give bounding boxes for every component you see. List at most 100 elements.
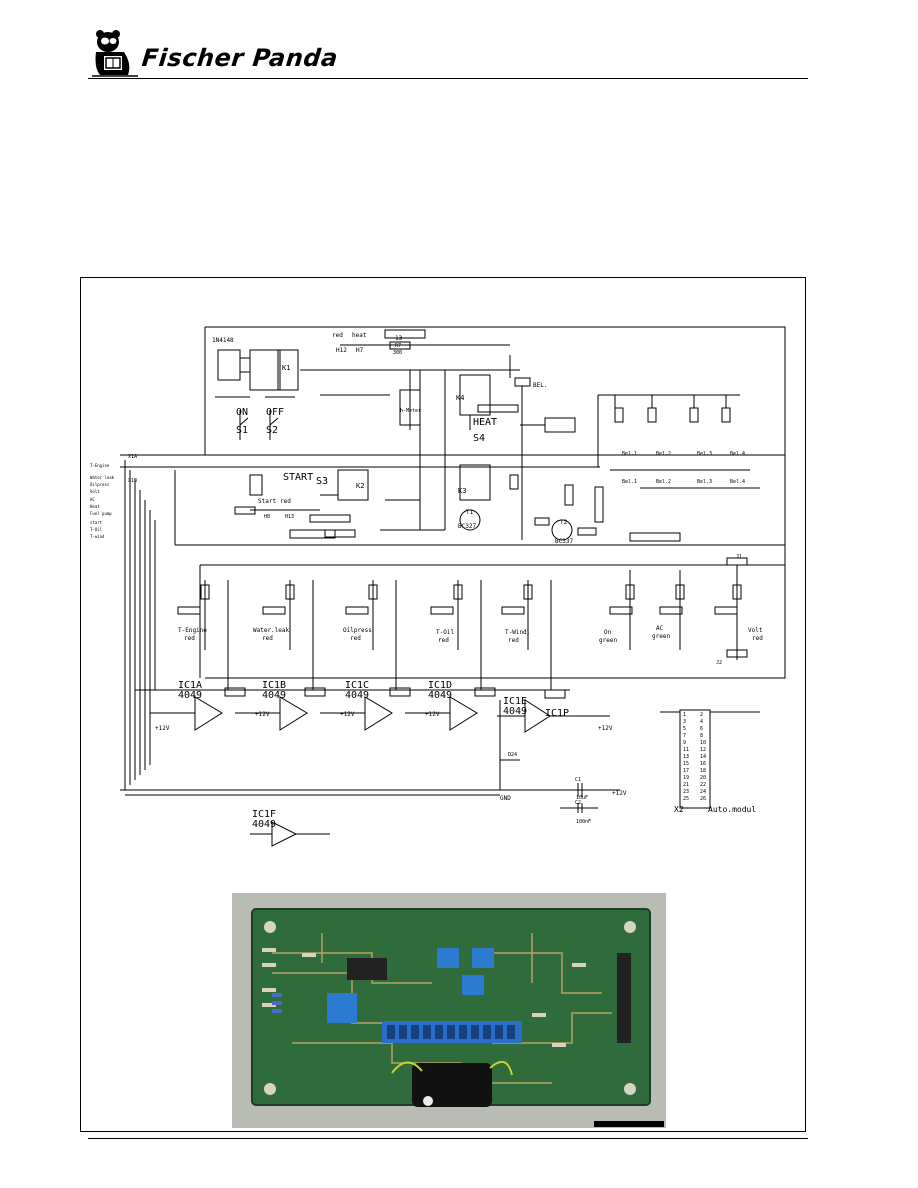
svg-text:20: 20: [700, 775, 706, 781]
svg-text:T-Engine: T-Engine: [90, 463, 110, 468]
svg-text:X2: X2: [674, 805, 684, 814]
svg-text:T-Wind.: T-Wind.: [505, 629, 530, 636]
svg-text:heat: heat: [352, 332, 367, 339]
svg-text:13: 13: [395, 335, 403, 342]
svg-text:19: 19: [683, 775, 689, 781]
svg-text:BEL.: BEL.: [533, 382, 547, 389]
svg-text:HEAT: HEAT: [473, 417, 497, 428]
svg-text:+12V: +12V: [255, 711, 270, 718]
svg-text:BC337: BC337: [555, 538, 573, 545]
svg-text:IC1F: IC1F: [252, 809, 276, 820]
svg-text:IC1P: IC1P: [545, 708, 569, 719]
svg-text:R7: R7: [395, 343, 401, 349]
svg-text:21: 21: [683, 782, 689, 788]
svg-text:S1: S1: [236, 425, 248, 436]
svg-text:Bel.1: Bel.1: [622, 451, 637, 457]
svg-text:24: 24: [700, 789, 706, 795]
svg-text:Oilpress: Oilpress: [343, 627, 372, 634]
svg-text:15: 15: [683, 761, 689, 767]
svg-text:9: 9: [683, 740, 686, 746]
svg-text:4049: 4049: [428, 690, 452, 701]
svg-text:17: 17: [683, 768, 689, 774]
svg-text:h-Meter: h-Meter: [400, 408, 421, 414]
svg-text:23: 23: [683, 789, 689, 795]
svg-text:red: red: [438, 637, 449, 644]
svg-text:Bel.4: Bel.4: [730, 479, 745, 485]
svg-text:IC1B: IC1B: [262, 680, 286, 691]
svg-text:T-Engine: T-Engine: [178, 627, 207, 634]
svg-text:K2: K2: [356, 482, 364, 490]
page-header: Fischer Panda: [88, 28, 808, 80]
svg-text:Bel.2: Bel.2: [656, 479, 671, 485]
svg-text:red: red: [752, 635, 763, 642]
svg-text:START: START: [283, 472, 313, 483]
svg-text:+12V: +12V: [598, 725, 613, 732]
svg-text:4049: 4049: [262, 690, 286, 701]
svg-text:X1B: X1B: [128, 478, 137, 484]
svg-text:8: 8: [700, 733, 703, 739]
footer-rule: [88, 1138, 808, 1139]
brand-name: Fischer Panda: [140, 44, 340, 72]
svg-text:red: red: [280, 498, 291, 505]
svg-text:green: green: [652, 633, 670, 640]
svg-text:100nF: 100nF: [576, 819, 591, 825]
svg-text:H12: H12: [336, 347, 347, 354]
svg-text:H7: H7: [356, 347, 364, 354]
svg-text:12: 12: [700, 747, 706, 753]
panda-bear-logo-icon: [92, 30, 138, 77]
svg-text:K3: K3: [458, 487, 466, 495]
svg-text:T-Oil: T-Oil: [436, 629, 454, 636]
svg-text:14: 14: [700, 754, 706, 760]
svg-text:BC327: BC327: [458, 523, 476, 530]
svg-text:4049: 4049: [178, 690, 202, 701]
svg-text:10uF: 10uF: [576, 795, 588, 801]
svg-text:H8: H8: [264, 514, 270, 520]
svg-text:1N4148: 1N4148: [212, 337, 234, 344]
svg-text:16: 16: [700, 761, 706, 767]
svg-text:Bel.1: Bel.1: [622, 479, 637, 485]
svg-text:green: green: [599, 637, 617, 644]
svg-text:T-wind: T-wind: [90, 534, 105, 539]
svg-text:T2: T2: [560, 519, 568, 526]
circuit-schematic: ON OFF S1 S2 HEAT S4 START S3 K1 K2 K3 K…: [90, 326, 786, 847]
svg-text:X1A: X1A: [128, 454, 137, 460]
svg-text:6: 6: [700, 726, 703, 732]
svg-text:K4: K4: [456, 394, 464, 402]
svg-text:+12V: +12V: [340, 711, 355, 718]
svg-text:Auto.modul: Auto.modul: [708, 805, 756, 814]
svg-text:IC1D: IC1D: [428, 680, 452, 691]
svg-text:4049: 4049: [503, 706, 527, 717]
svg-text:11: 11: [683, 747, 689, 753]
svg-text:13: 13: [683, 754, 689, 760]
svg-text:IC1C: IC1C: [345, 680, 369, 691]
svg-text:Heat: Heat: [90, 504, 100, 509]
svg-text:red: red: [508, 637, 519, 644]
svg-text:red: red: [262, 635, 273, 642]
svg-text:red: red: [350, 635, 361, 642]
svg-text:Water leak: Water leak: [90, 475, 115, 480]
svg-text:2: 2: [700, 712, 703, 718]
svg-text:22: 22: [700, 782, 706, 788]
svg-text:H13: H13: [285, 514, 294, 520]
svg-text:+12V: +12V: [425, 711, 440, 718]
svg-text:7: 7: [683, 733, 686, 739]
circuit-board-photo: [232, 893, 666, 1128]
svg-text:300: 300: [393, 350, 402, 356]
svg-text:Bel.2: Bel.2: [656, 451, 671, 457]
schematic-labels: ON OFF S1 S2 HEAT S4 START S3 K1 K2 K3 K…: [90, 332, 763, 830]
svg-text:Bel.3: Bel.3: [697, 479, 712, 485]
svg-text:S4: S4: [473, 433, 485, 444]
svg-text:25: 25: [683, 796, 689, 802]
svg-text:J1: J1: [736, 554, 742, 560]
x2-pin-numbers: 1 3 5 7 9 11 13 15 17 19 21 23 25 2 4 6 …: [683, 712, 706, 802]
svg-text:T-Oil: T-Oil: [90, 527, 103, 532]
svg-text:J2: J2: [716, 660, 722, 666]
svg-text:K1: K1: [282, 364, 290, 372]
svg-text:C2: C2: [575, 800, 581, 806]
svg-text:Water.leak: Water.leak: [253, 627, 290, 634]
svg-text:D24: D24: [508, 752, 517, 758]
svg-text:ON: ON: [236, 407, 248, 418]
svg-text:10: 10: [700, 740, 706, 746]
svg-text:GND: GND: [500, 795, 511, 802]
svg-text:Oilpress: Oilpress: [90, 482, 110, 487]
